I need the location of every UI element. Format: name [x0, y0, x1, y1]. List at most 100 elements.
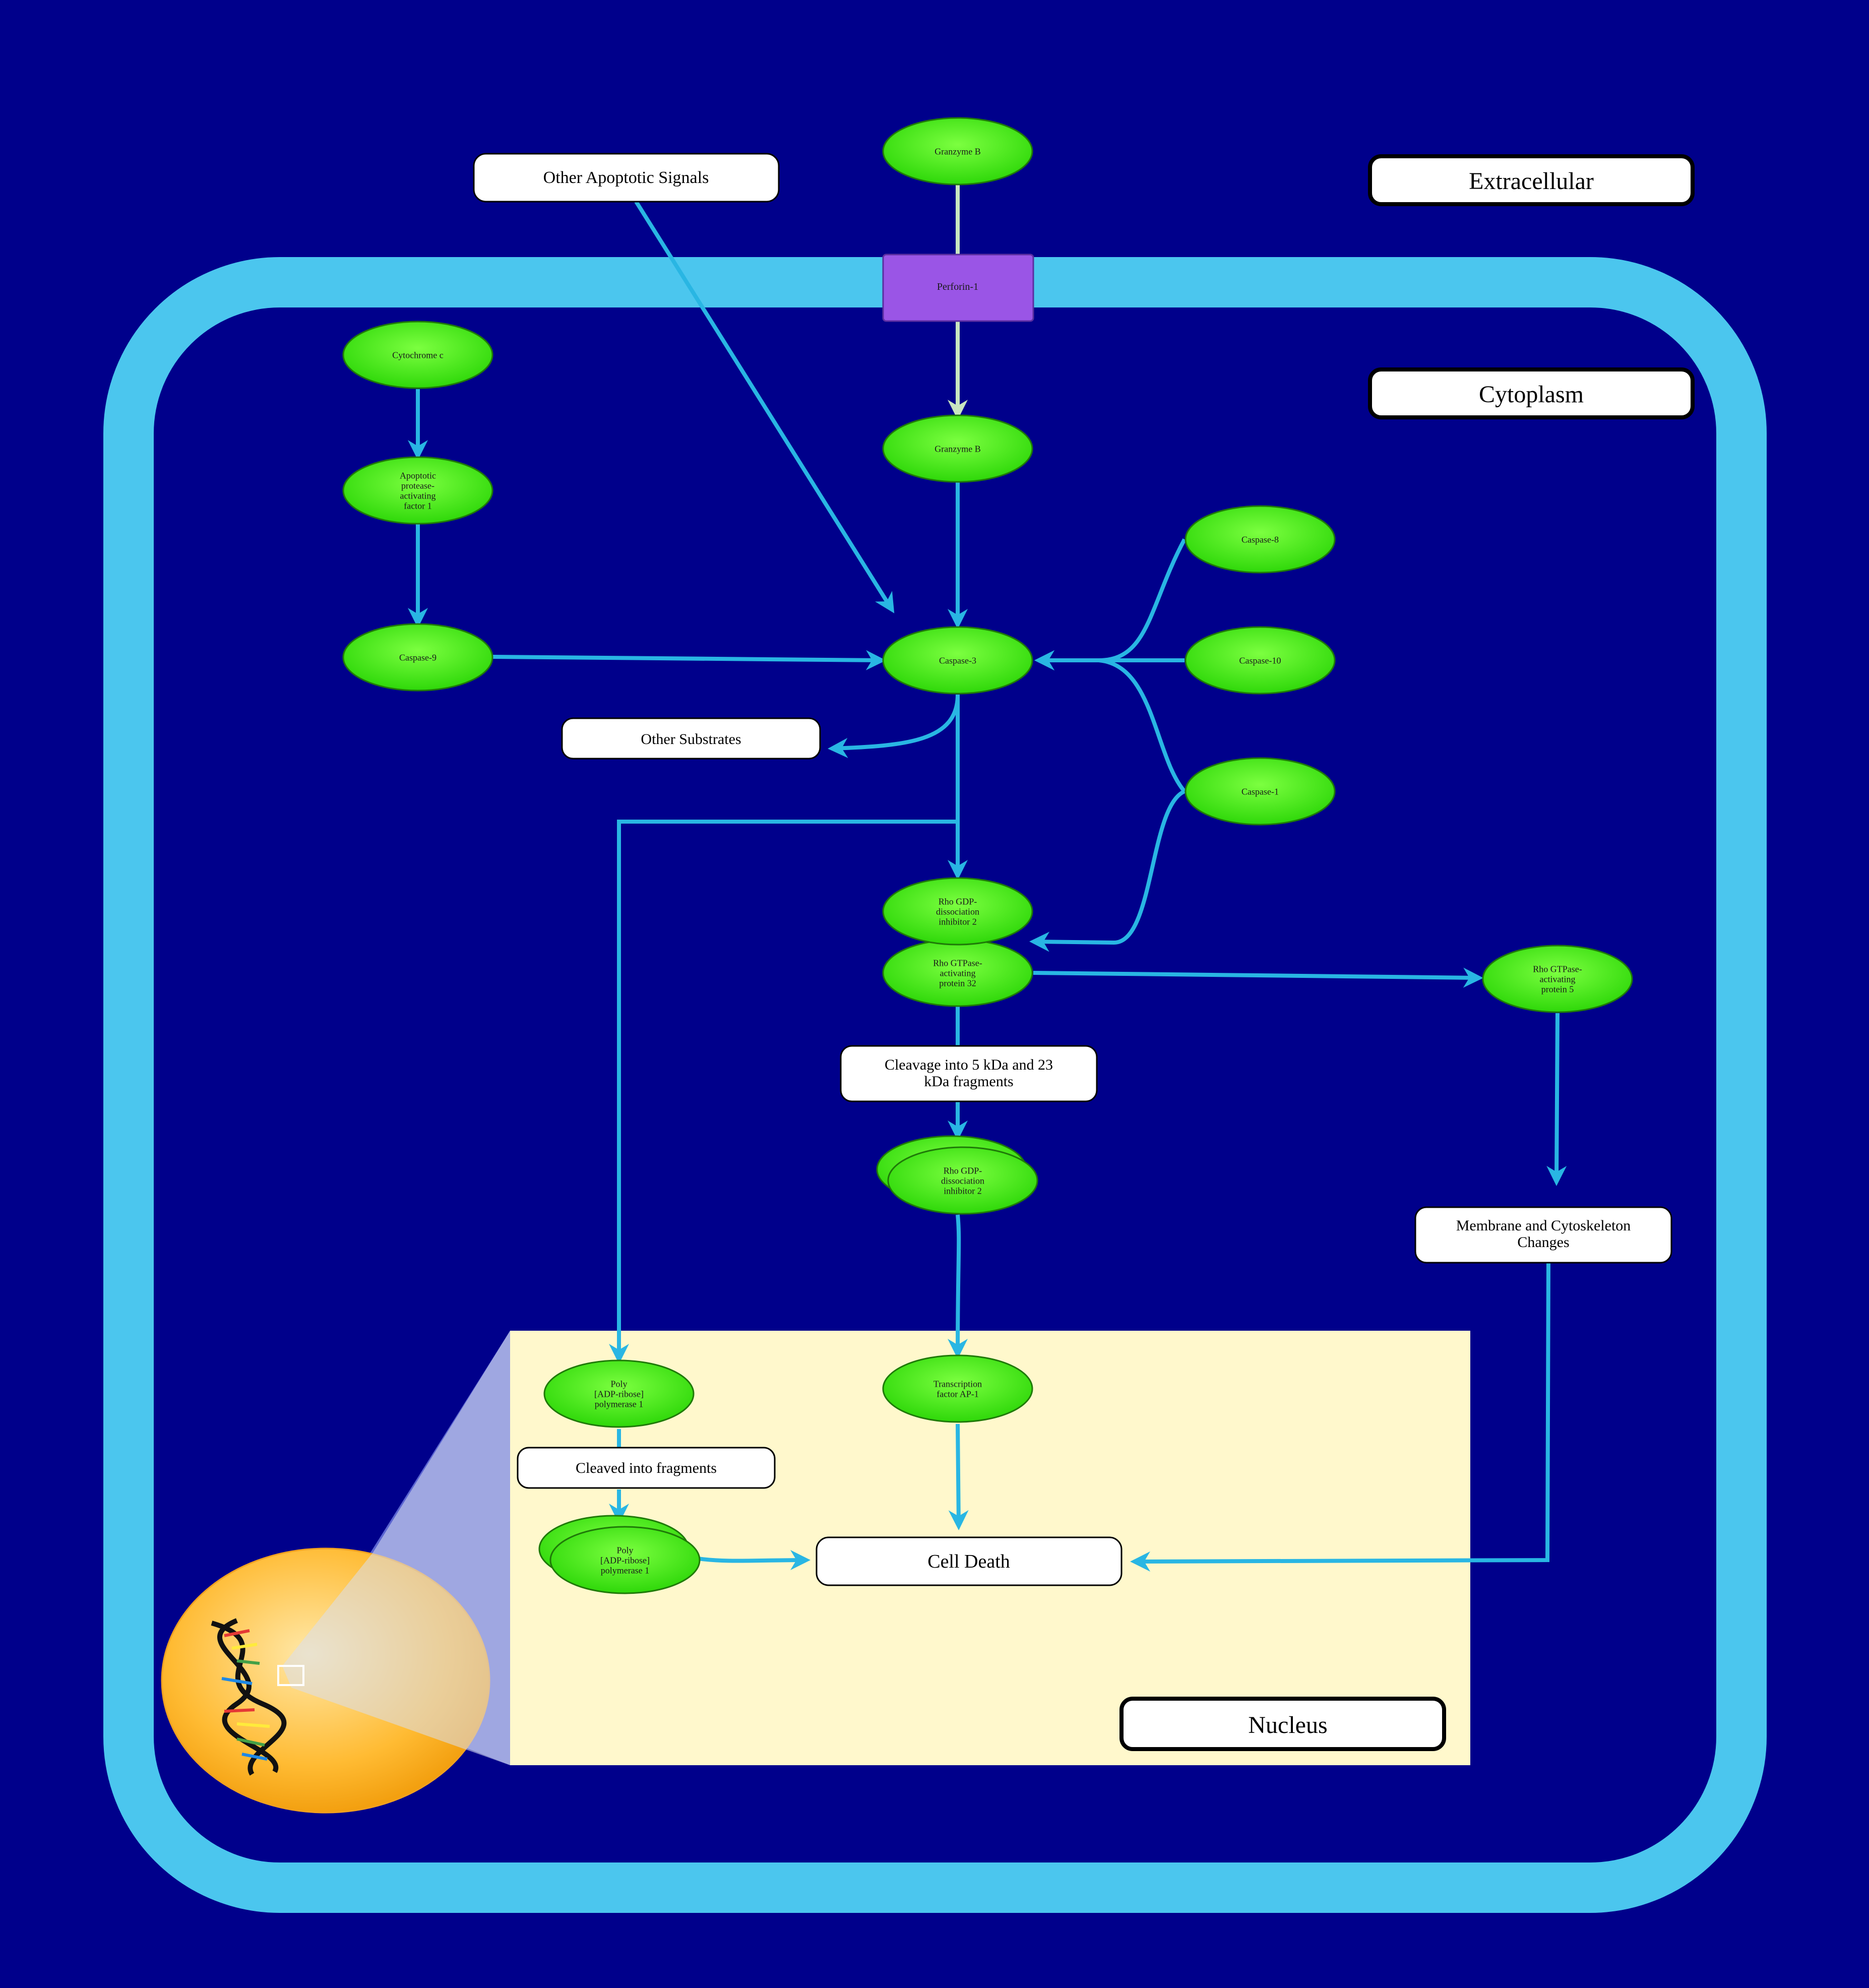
node-label: Cytochrome c [392, 350, 443, 360]
node-perforin: Perforin-1 [882, 254, 1034, 322]
node-shape [549, 1526, 701, 1594]
node-label: Caspase-3 [939, 655, 976, 665]
node-label: activating [940, 968, 976, 978]
edge-ap1-celldeath [948, 1423, 969, 1530]
edge-signals-casp3 [634, 200, 895, 613]
node-granzyme-b-ext: Granzyme B [882, 117, 1033, 185]
node-shape [882, 1354, 1033, 1423]
node-shape [342, 623, 493, 692]
node-granzyme-b-cyto: Granzyme B [882, 414, 1033, 483]
node-label: protease- [401, 480, 434, 490]
label-cleavage-fragments: Cleavage into 5 kDa and 23 kDa fragments [840, 1045, 1098, 1102]
node-label: dissociation [936, 906, 979, 916]
svg-text:Cleavage into 5 kDa and 23: Cleavage into 5 kDa and 23 [885, 1057, 1053, 1073]
node-label: Caspase-9 [399, 652, 437, 662]
label-nucleus: Nucleus [1119, 1697, 1446, 1751]
node-shape [543, 1359, 695, 1428]
node-label: Granzyme B [935, 146, 980, 156]
node-shape [882, 626, 1033, 695]
node-label: Caspase-10 [1239, 655, 1281, 665]
edge-casp3-substrates [828, 694, 960, 758]
node-parp1: Poly[ADP-ribose]polymerase 1 [543, 1359, 695, 1428]
svg-text:Perforin-1: Perforin-1 [937, 281, 978, 292]
svg-text:Other Apoptotic Signals: Other Apoptotic Signals [543, 168, 709, 187]
edge-casp1-casp3 [1098, 658, 1187, 793]
node-shape [1482, 945, 1633, 1013]
node-label: activating [400, 490, 436, 501]
node-label: Caspase-1 [1241, 786, 1279, 796]
svg-text:Cytoplasm: Cytoplasm [1479, 381, 1584, 408]
svg-text:Extracellular: Extracellular [1469, 168, 1594, 195]
node-caspase8: Caspase-8 [1185, 505, 1336, 574]
node-label: Caspase-8 [1241, 534, 1279, 544]
node-label: polymerase 1 [595, 1399, 643, 1409]
node-label: inhibitor 2 [944, 1186, 982, 1196]
node-label: dissociation [941, 1175, 984, 1186]
svg-text:Cell Death: Cell Death [927, 1551, 1010, 1572]
dna-icon [211, 1618, 287, 1776]
node-label: Rho GDP- [939, 896, 977, 906]
node-label: Poly [616, 1545, 633, 1555]
protein-nodes: Granzyme B Granzyme B Cytochrome c Apoptoti… [342, 117, 1633, 1594]
edge-parpfrag-celldeath [698, 1550, 811, 1571]
edge-casp1-rhogdi [1029, 789, 1186, 952]
node-label: protein 5 [1541, 984, 1574, 994]
node-parp1-frag: Poly[ADP-ribose]polymerase 1 [538, 1515, 701, 1594]
node-shape [342, 456, 493, 525]
node-caspase10: Caspase-10 [1185, 626, 1336, 695]
node-caspase9: Caspase-9 [342, 623, 493, 692]
edge-casp9-casp3 [492, 650, 886, 670]
svg-text:Membrane and Cytoskeleton: Membrane and Cytoskeleton [1456, 1217, 1631, 1234]
svg-text:Other Substrates: Other Substrates [641, 731, 741, 748]
node-label: protein 32 [939, 978, 976, 988]
node-shape [882, 414, 1033, 483]
label-cell-death: Cell Death [816, 1536, 1123, 1586]
label-cleaved-into-fragments: Cleaved into fragments [517, 1447, 776, 1489]
node-label: [ADP-ribose] [600, 1555, 650, 1565]
node-shape [1185, 626, 1336, 695]
node-shape [1185, 757, 1336, 826]
node-shape [882, 877, 1033, 946]
zoom-marker [277, 1665, 304, 1686]
node-label: Apoptotic [400, 470, 436, 480]
edge-rhogdifrag-ap1 [948, 1214, 968, 1359]
edge-rhogap5-membrane [1546, 1013, 1567, 1186]
node-label: factor 1 [404, 501, 431, 511]
edge-casp8-casp3 [1034, 538, 1187, 670]
edge-casp3-parp [609, 820, 958, 1364]
node-caspase1: Caspase-1 [1185, 757, 1336, 826]
svg-text:kDa fragments: kDa fragments [924, 1073, 1013, 1090]
node-label: activating [1540, 974, 1576, 984]
node-label: Rho GTPase- [933, 958, 982, 968]
label-other-apoptotic-signals: Other Apoptotic Signals [473, 153, 780, 203]
node-label: factor AP-1 [937, 1389, 978, 1399]
edge-rhogap32-rhogap5 [1033, 967, 1483, 988]
node-caspase3: Caspase-3 [882, 626, 1033, 695]
node-cytochrome-c: Cytochrome c [342, 321, 493, 389]
node-shape [1185, 505, 1336, 574]
node-shape [342, 321, 493, 389]
node-label: Rho GTPase- [1533, 964, 1582, 974]
node-label: Granzyme B [935, 444, 980, 454]
edge-membrane-celldeath [1130, 1262, 1550, 1572]
label-extracellular: Extracellular [1368, 154, 1695, 206]
label-other-substrates: Other Substrates [561, 717, 821, 760]
node-label: [ADP-ribose] [594, 1389, 644, 1399]
svg-text:Changes: Changes [1517, 1234, 1569, 1251]
edges [408, 184, 1567, 1572]
node-shape [882, 117, 1033, 185]
svg-text:Cleaved into fragments: Cleaved into fragments [576, 1460, 717, 1476]
node-label: Rho GDP- [944, 1165, 982, 1175]
node-label: polymerase 1 [601, 1565, 649, 1575]
node-label: Poly [610, 1379, 627, 1389]
svg-text:Nucleus: Nucleus [1248, 1712, 1327, 1738]
node-shape [887, 1146, 1038, 1215]
label-cytoplasm: Cytoplasm [1368, 367, 1695, 419]
